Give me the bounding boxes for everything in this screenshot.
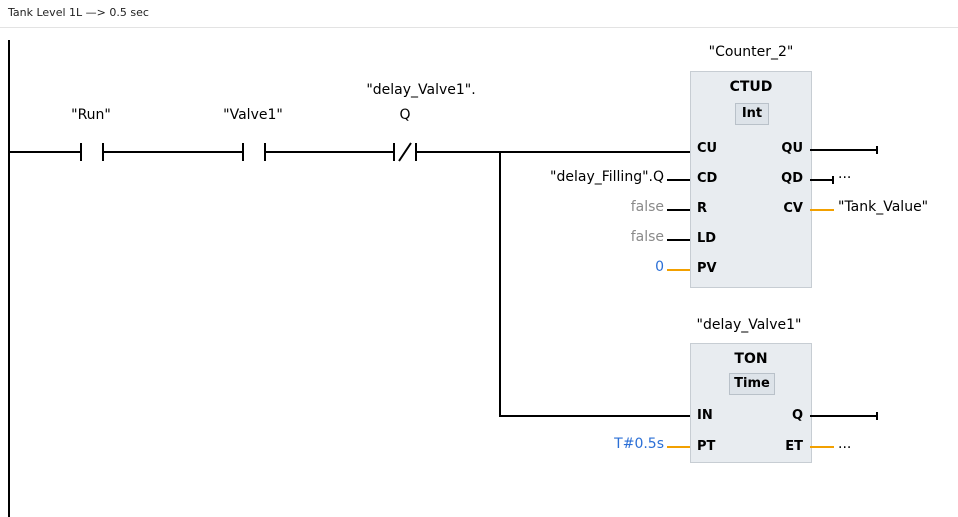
cv-wire xyxy=(810,209,834,211)
qu-wire-end xyxy=(876,146,878,154)
r-wire xyxy=(667,209,690,211)
branch-timer-wire xyxy=(499,415,690,417)
branch-vertical-wire xyxy=(499,151,501,417)
r-param[interactable]: false xyxy=(630,199,664,215)
header-divider xyxy=(0,27,958,28)
pin-et: ET xyxy=(785,439,803,454)
qd-wire-end xyxy=(832,176,834,184)
qu-wire xyxy=(810,149,878,151)
pin-r: R xyxy=(697,201,708,216)
contact-bar-right xyxy=(264,143,266,161)
ctud-datatype-selector[interactable]: Int xyxy=(735,103,769,125)
qd-param[interactable]: ... xyxy=(838,166,852,182)
pin-in: IN xyxy=(697,408,713,423)
ton-block[interactable]: TON Time IN PT Q ET xyxy=(690,343,812,463)
qd-wire xyxy=(810,179,834,181)
contact-run-label[interactable]: "Run" xyxy=(71,107,111,123)
ctud-block[interactable]: CTUD Int CU CD R LD PV QU QD CV xyxy=(690,71,812,288)
contact-bar-left xyxy=(242,143,244,161)
pin-qu: QU xyxy=(781,141,803,156)
pin-pv: PV xyxy=(697,261,717,276)
pin-cv: CV xyxy=(783,201,803,216)
rung-wire-1 xyxy=(8,151,80,153)
q-wire xyxy=(810,415,878,417)
pt-wire xyxy=(667,446,690,448)
pt-param[interactable]: T#0.5s xyxy=(614,436,664,452)
et-wire xyxy=(810,446,834,448)
ld-param[interactable]: false xyxy=(630,229,664,245)
ton-type-label: TON xyxy=(734,351,768,367)
q-wire-end xyxy=(876,412,878,420)
ld-wire xyxy=(667,239,690,241)
contact-bar-right xyxy=(102,143,104,161)
cd-wire xyxy=(667,179,690,181)
rung-wire-3 xyxy=(266,151,381,153)
pin-pt: PT xyxy=(697,439,716,454)
ton-datatype-selector[interactable]: Time xyxy=(729,373,775,395)
et-param[interactable]: ... xyxy=(838,436,852,452)
contact-delay-valve1-label-line2[interactable]: Q xyxy=(399,107,411,123)
pin-qd: QD xyxy=(781,171,803,186)
contact-valve1-label[interactable]: "Valve1" xyxy=(223,107,283,123)
nc-contact-symbol xyxy=(381,142,429,162)
pin-cu: CU xyxy=(697,141,718,156)
cv-param[interactable]: "Tank_Value" xyxy=(838,199,929,215)
pv-wire xyxy=(667,269,690,271)
network-comment[interactable]: Tank Level 1L —> 0.5 sec xyxy=(8,6,149,19)
cd-param[interactable]: "delay_Filling".Q xyxy=(550,169,664,185)
ctud-type-label: CTUD xyxy=(729,79,773,95)
contact-bar-left xyxy=(80,143,82,161)
pin-ld: LD xyxy=(697,231,717,246)
pin-q: Q xyxy=(791,408,803,423)
rung-wire-4 xyxy=(429,151,690,153)
pin-cd: CD xyxy=(697,171,718,186)
counter-instance-label[interactable]: "Counter_2" xyxy=(708,44,794,60)
pv-param[interactable]: 0 xyxy=(655,259,664,275)
no-contact-valve1[interactable] xyxy=(242,140,266,164)
timer-instance-label[interactable]: "delay_Valve1" xyxy=(696,317,802,333)
no-contact-run[interactable] xyxy=(80,140,104,164)
contact-delay-valve1-label-line1[interactable]: "delay_Valve1". xyxy=(366,82,476,98)
power-rail xyxy=(8,40,10,517)
rung-wire-2 xyxy=(104,151,242,153)
nc-contact-delay-valve1[interactable] xyxy=(381,140,429,164)
